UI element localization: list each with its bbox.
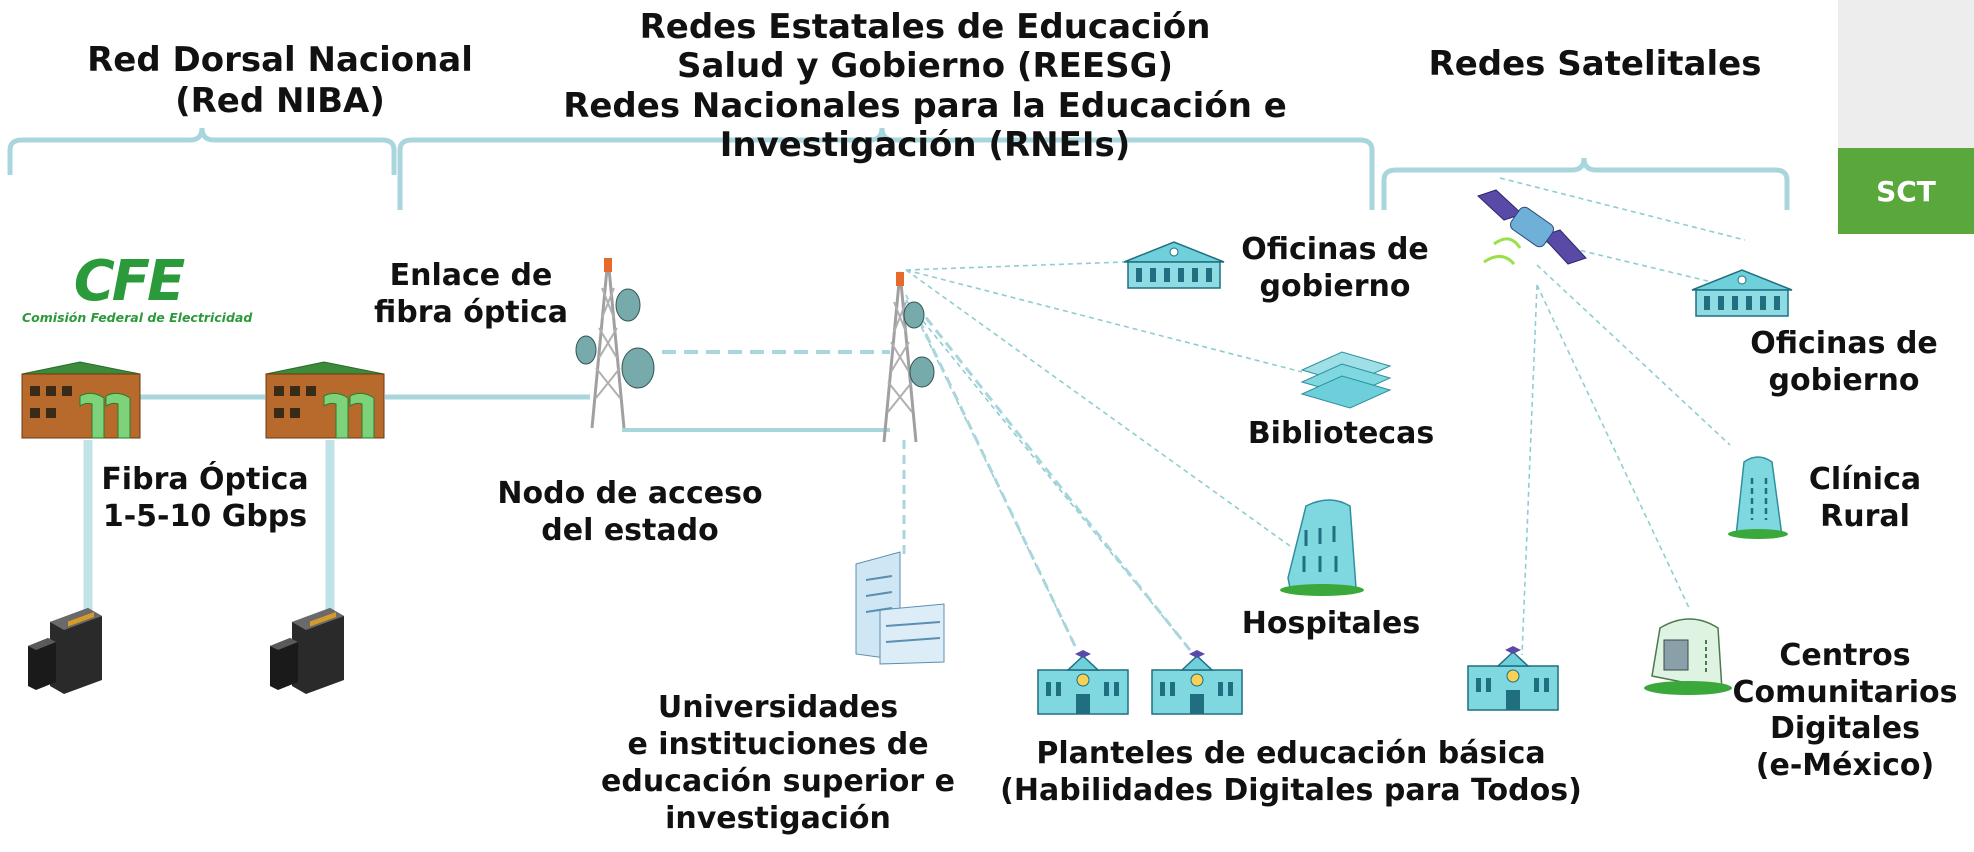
antenna-tower-icon <box>575 256 655 430</box>
label-enlace-fibra: Enlace de fibra óptica <box>374 258 568 330</box>
wireless-links-thick <box>910 304 1192 651</box>
government-building-icon <box>1691 269 1793 317</box>
government-building-icon <box>1123 241 1225 289</box>
label-oficinas-gobierno-1: Oficinas de gobierno <box>1241 232 1429 304</box>
power-plant-icon <box>265 361 385 439</box>
cfe-logo-name: Comisión Federal de Electricidad <box>22 310 253 325</box>
brace-dorsal <box>7 127 397 175</box>
label-centros-comunitarios: Centros Comunitarios Digitales (e-México… <box>1732 638 1958 783</box>
title-red-dorsal: Red Dorsal Nacional (Red NIBA) <box>87 40 473 122</box>
school-icon <box>1467 645 1559 711</box>
title-redes-estatales: Redes Estatales de Educación Salud y Gob… <box>563 7 1287 166</box>
school-icon <box>1151 649 1243 715</box>
label-hospitales: Hospitales <box>1241 606 1421 641</box>
label-fibra-optica: Fibra Óptica 1-5-10 Gbps <box>101 462 309 534</box>
label-bibliotecas: Bibliotecas <box>1247 416 1435 451</box>
clinic-icon <box>1728 456 1788 539</box>
label-clinica-rural: Clínica Rural <box>1808 462 1922 534</box>
community-center-icon <box>1644 618 1732 695</box>
label-planteles: Planteles de educación básica (Habilidad… <box>1000 736 1582 808</box>
title-redes-satelitales: Redes Satelitales <box>1428 44 1762 84</box>
cfe-logo: CFE Comisión Federal de Electricidad <box>22 249 253 326</box>
cfe-logo-mark: CFE <box>73 249 186 314</box>
satellite-icon <box>1477 189 1587 266</box>
label-universidades: Universidades e instituciones de educaci… <box>601 690 955 836</box>
label-oficinas-gobierno-2: Oficinas de gobierno <box>1750 326 1938 398</box>
power-plant-icon <box>21 361 141 439</box>
national-seal-background <box>1838 0 1974 148</box>
fiber-links <box>83 350 906 610</box>
server-icon <box>28 608 102 694</box>
hospital-icon <box>1280 499 1364 596</box>
school-icon <box>1037 649 1129 715</box>
server-icon <box>270 608 344 694</box>
sct-logo: SCT <box>1838 148 1974 234</box>
antenna-tower-icon <box>882 270 935 444</box>
brace-estatales <box>397 127 1375 210</box>
university-building-icon <box>855 551 945 665</box>
books-icon <box>1300 351 1392 409</box>
brace-satelitales <box>1381 157 1790 210</box>
label-nodo-acceso: Nodo de acceso del estado <box>497 476 763 548</box>
